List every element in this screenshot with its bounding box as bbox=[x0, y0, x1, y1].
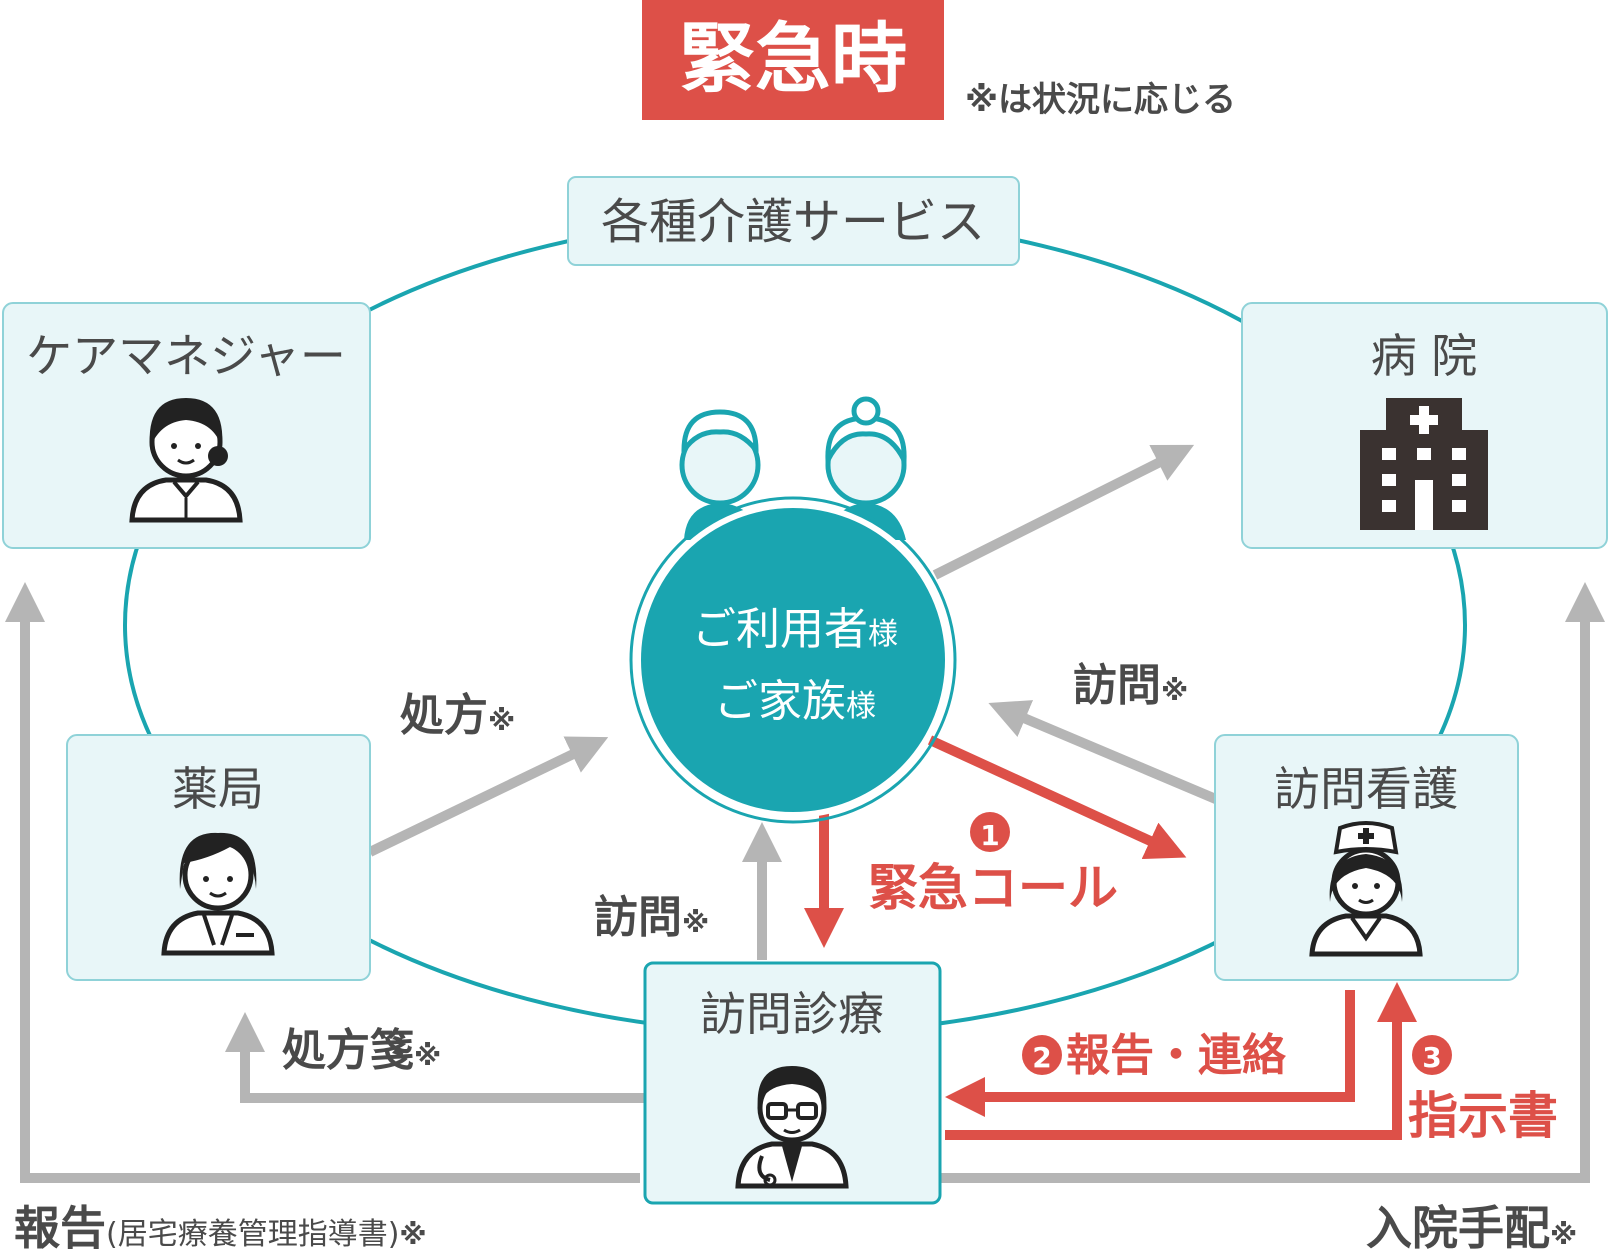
step1-number: 1 bbox=[980, 819, 999, 852]
step1-badge bbox=[970, 812, 1010, 852]
title-badge bbox=[642, 0, 944, 120]
title-text: 緊急時 bbox=[679, 14, 907, 103]
user-label-line1: ご利用者様 bbox=[692, 604, 898, 655]
step3-badge bbox=[1412, 1035, 1452, 1075]
nurse-visit-label: 訪問※ bbox=[1073, 660, 1188, 711]
user-label-line2: ご家族様 bbox=[714, 676, 876, 727]
emergency-call-label: 緊急コール bbox=[868, 859, 1118, 917]
nurse-visit-arrow bbox=[988, 700, 1220, 805]
prescription-arrow bbox=[367, 736, 609, 857]
doctor-icon bbox=[735, 1066, 849, 1189]
visiting-nursing-label: 訪問看護 bbox=[1274, 762, 1458, 816]
step2-badge bbox=[1022, 1035, 1062, 1075]
care-services-box bbox=[567, 176, 1020, 266]
user-circle bbox=[635, 502, 951, 818]
report-contact-label: 報告・連絡 bbox=[1066, 1030, 1287, 1081]
nurse-icon bbox=[1309, 821, 1423, 957]
care-manager-label: ケアマネジャー bbox=[26, 329, 346, 383]
admission-label: 入院手配※ bbox=[1366, 1201, 1577, 1251]
emergency-nurse-arrow bbox=[927, 735, 1187, 860]
step2-number: 2 bbox=[1032, 1041, 1051, 1074]
user-to-hospital-arrow bbox=[932, 444, 1195, 580]
pharmacy-label: 薬局 bbox=[172, 762, 264, 816]
report-label: 報告(居宅療養管理指導書)※ bbox=[14, 1201, 427, 1251]
admission-arrow-line bbox=[940, 582, 1605, 1183]
prescription-label: 処方※ bbox=[400, 690, 515, 741]
legend-note: ※は状況に応じる bbox=[965, 80, 1236, 120]
step3-number: 3 bbox=[1422, 1041, 1441, 1074]
pharmacist-icon bbox=[161, 832, 275, 956]
instruction-arrow bbox=[945, 982, 1417, 1140]
doctor-visit-label: 訪問※ bbox=[594, 892, 709, 943]
hospital-building-icon bbox=[1360, 398, 1488, 530]
prescription-slip-label: 処方箋※ bbox=[282, 1025, 441, 1076]
care-manager-icon bbox=[129, 398, 243, 523]
prescription-slip-arrow bbox=[225, 1012, 645, 1103]
care-services-label: 各種介護サービス bbox=[601, 194, 985, 250]
report-arrow-line bbox=[5, 582, 640, 1183]
instruction-label: 指示書 bbox=[1408, 1087, 1558, 1145]
hospital-label: 病 院 bbox=[1371, 329, 1478, 383]
user-circle-ring bbox=[629, 496, 957, 824]
home-medical-label: 訪問診療 bbox=[700, 987, 884, 1041]
report-contact-arrow bbox=[945, 990, 1355, 1117]
